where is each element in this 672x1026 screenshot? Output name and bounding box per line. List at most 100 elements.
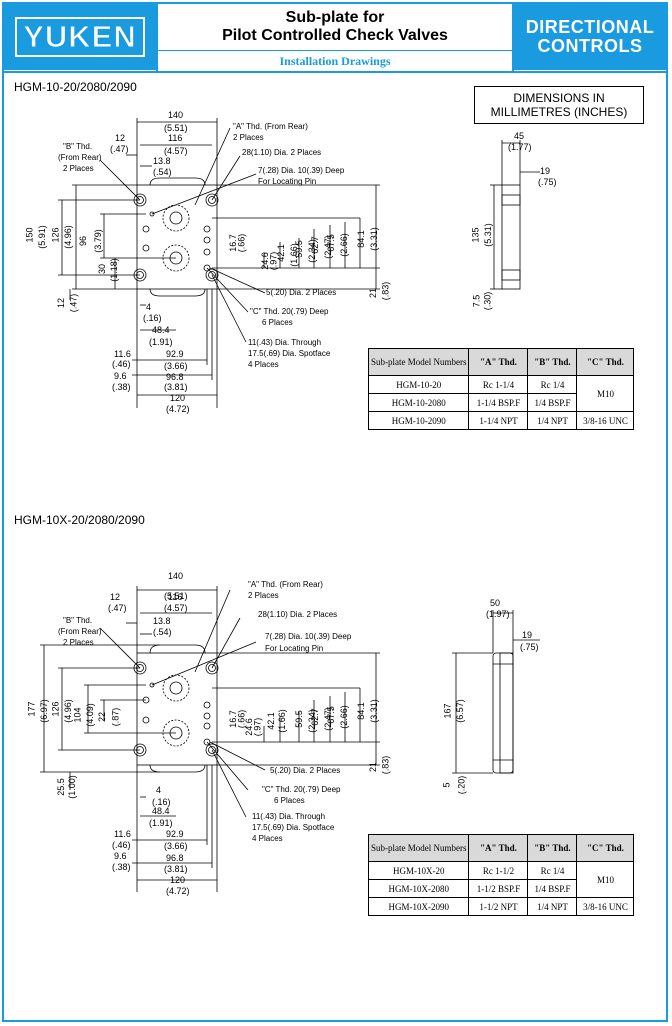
dim: 12 [56,297,67,309]
label-c-thd: "C" Thd. 20(.79) Deep [250,307,329,316]
dim: (.47) [68,293,79,313]
dim: (.75) [520,642,539,652]
table-cell: Rc 1-1/4 [468,375,529,394]
dim: 13.8 [153,616,171,626]
table-header: Sub-plate Model Numbers [367,834,470,862]
dim: (.75) [538,177,557,187]
dim: 48.4 [152,325,170,335]
dim: (1.97) [486,609,510,619]
dim: (.38) [112,382,131,392]
dim: (.47) [108,603,127,613]
label-spotface: 17.5(.69) Dia. Spotface [248,349,331,358]
plate-outline [136,184,218,290]
dim: (.87) [110,707,121,727]
dim: (4.57) [164,146,188,156]
dim: (.16) [143,313,162,323]
category-badge: DIRECTIONAL CONTROLS [514,4,666,70]
section-2-side-view [452,610,540,774]
table-row: HGM-10-2090 1-1/4 NPT 1/4 NPT 3/8-16 UNC [367,411,635,430]
dim: 9.6 [114,371,127,381]
header-rule [4,71,666,73]
label-b-thd: "B" Thd. [63,142,93,151]
label-spotface: 17.5(.69) Dia. Spotface [252,823,335,832]
dim: (4.96) [62,225,73,249]
label-4-places: 4 Places [248,360,279,369]
dim: 48.4 [152,806,170,816]
dim: 19 [540,166,551,176]
dim: (6.97) [38,699,49,723]
table-header: "A" Thd. [468,348,529,376]
dim: 11.6 [114,829,131,839]
dim: 120 [170,393,186,403]
dim: (.54) [153,167,172,177]
table-cell: HGM-10X-2080 [367,879,470,898]
label-a-places: 2 Places [233,133,264,142]
dim: 42.1 [265,712,276,730]
table-row: HGM-10X-2080 1-1/2 BSP.F 1/4 BSP.F [367,879,634,898]
label-dia28: 28(1.10) Dia. 2 Places [258,610,338,619]
table-header: "B" Thd. [527,834,578,862]
label-c-places: 6 Places [274,796,305,805]
dim: (5.51) [164,123,188,133]
units-line-2: MILLIMETRES (INCHES) [490,105,628,119]
dim: (3.79) [92,229,103,253]
dim: (.30) [482,291,493,311]
label-dia5: 5(.20) Dia. 2 Places [266,288,337,297]
category-line-2: CONTROLS [537,36,643,56]
dim: (4.57) [164,603,188,613]
table-cell: 3/8-16 UNC [576,897,635,916]
dim: 62.7 [309,236,320,254]
dim: 150 [24,227,35,243]
dim: (2.66) [338,233,349,257]
dim: (.46) [112,359,131,369]
dim: 12 [115,133,126,143]
dim: (.97) [252,717,263,737]
table-cell: 1-1/2 BSP.F [468,879,529,898]
dim: (.47) [110,144,129,154]
dim: (1.18) [108,258,119,282]
dim: (4.96) [62,699,73,723]
dim: 59.5 [293,710,304,728]
label-a-thd: "A" Thd. (From Rear) [233,122,308,131]
mount-hole [205,193,219,207]
table-row: HGM-10X-2090 1-1/2 NPT 1/4 NPT 3/8-16 UN… [367,897,635,916]
dim: 92.9 [166,349,184,359]
dim: (1.91) [149,337,173,347]
section-1-side-view [490,140,540,290]
dim: 140 [168,571,184,581]
dim: (3.66) [164,841,188,851]
table-header: "C" Thd. [576,348,635,376]
label-dia11: 11(.43) Dia. Through [248,338,322,347]
table-cell: Rc 1-1/2 [468,861,529,880]
label-dia11: 11(.43) Dia. Through [252,812,326,821]
table-header: "B" Thd. [527,348,578,376]
dim: (5.91) [36,225,47,249]
dim: (1.00) [66,775,77,799]
table-cell: 1-1/4 BSP.F [468,393,529,412]
section-1-title: HGM-10-20/2080/2090 [14,80,137,94]
table-cell: M10 [576,375,635,412]
table-cell: 1-1/4 NPT [468,411,529,430]
label-locating: For Locating Pin [265,644,324,653]
dim: 12 [110,592,121,602]
table-cell: HGM-10X-2090 [367,897,470,916]
table-header-row: Sub-plate Model Numbers "A" Thd. "B" Thd… [367,834,635,862]
dim: (3.66) [164,361,188,371]
dim: 42.1 [275,244,286,262]
dim: 96.8 [166,853,184,863]
dim: 167 [442,703,453,719]
dim: (.46) [112,840,131,850]
dim: 120 [170,875,186,885]
table-cell: 3/8-16 UNC [576,411,635,430]
table-header: "C" Thd. [576,834,635,862]
label-b-places: 2 Places [63,164,94,173]
dim: 50 [490,598,501,608]
dim: 30 [97,263,108,275]
title-line-1: Sub-plate for [285,9,385,26]
page-title: Sub-plate for Pilot Controlled Check Val… [158,4,512,48]
dim: (1.91) [149,818,173,828]
dim: 116 [168,133,183,143]
dim: 135 [470,227,481,243]
label-4-places: 4 Places [252,834,283,843]
